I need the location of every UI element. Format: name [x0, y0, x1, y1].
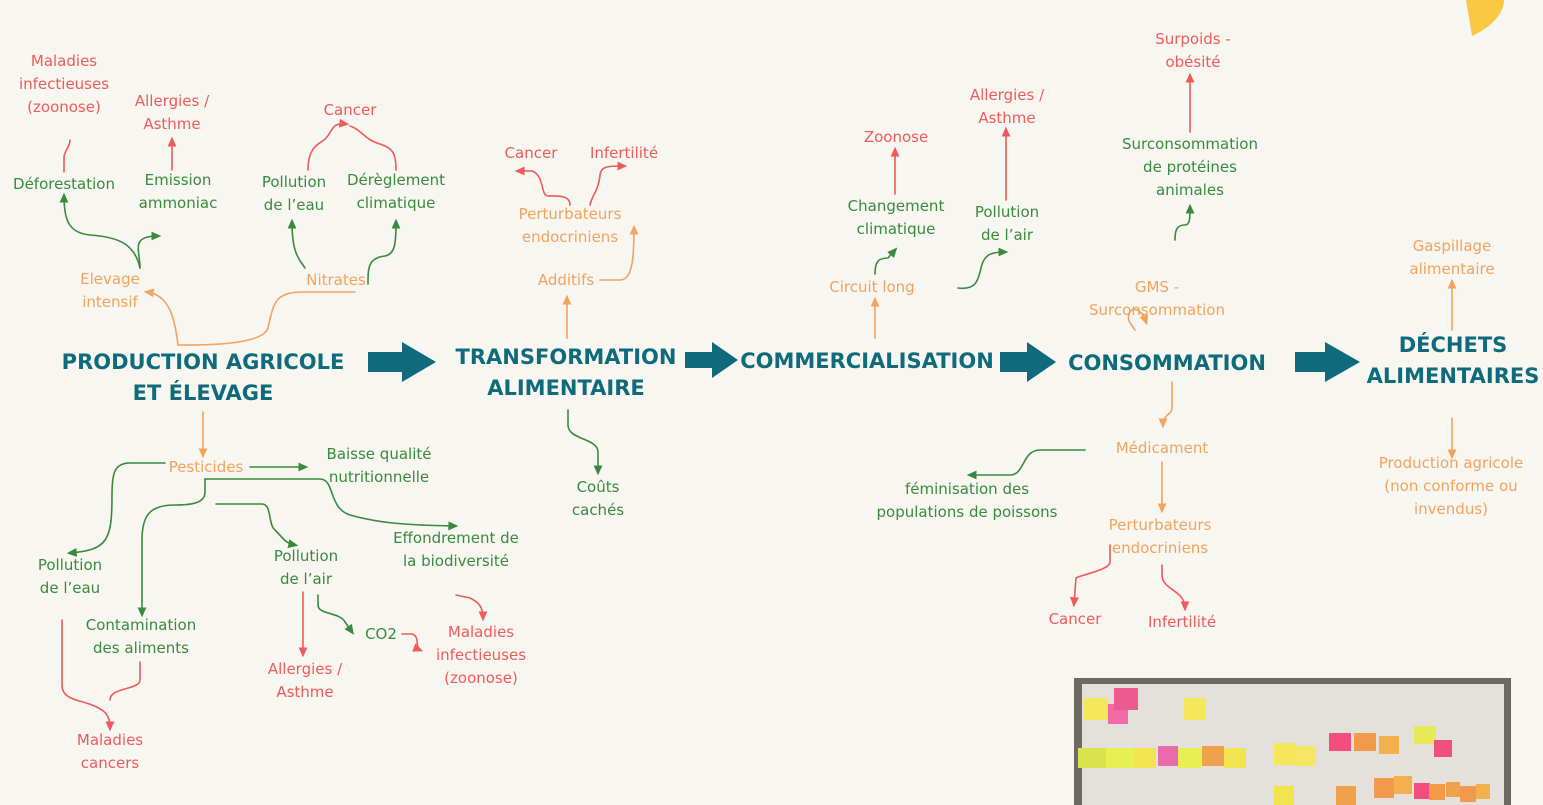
label-surpoids-obesite: Surpoids - obésité: [1155, 30, 1231, 71]
label-dereglement-climatique: Dérèglement climatique: [347, 171, 445, 212]
link-elevage-deforestation: [59, 192, 141, 269]
link-nitrates-pollution: [287, 218, 306, 269]
label-feminisation: féminisation des populations de poissons: [876, 480, 1058, 521]
stage-commercialisation: COMMERCIALISATION: [740, 349, 994, 373]
link-conso-medicament: [1158, 381, 1173, 429]
stage-consommation: CONSOMMATION: [1068, 351, 1266, 375]
label-cancer-top: Cancer: [323, 101, 377, 119]
link-pollutionair-co2: [317, 594, 354, 635]
stage-arrows: [368, 342, 1360, 382]
link-pesticides-effondrement: [204, 478, 459, 531]
label-changement-climatique: Changement climatique: [847, 197, 945, 238]
label-perturbateurs-transfo: Perturbateurs endocriniens: [518, 205, 622, 246]
stage-production: PRODUCTION AGRICOLE ET ÉLEVAGE: [61, 350, 345, 405]
link-elevage-emission: [137, 231, 162, 269]
link-perturbateurs-infertilite2: [1161, 564, 1190, 612]
link-deforestation-maladies: [63, 139, 71, 173]
label-zoonose: Zoonose: [863, 128, 929, 146]
link-prod-elevage: [143, 288, 179, 346]
link-perturbateurs-cancer: [514, 166, 571, 206]
stage-arrow-2: [685, 342, 738, 378]
link-gms-loop: [1127, 308, 1149, 331]
link-transfo-couts: [567, 409, 603, 476]
label-elevage-intensif: Elevage intensif: [80, 270, 140, 311]
link-perturbateurs-infertilite: [589, 161, 628, 206]
stage-arrow-3: [1000, 342, 1056, 382]
link-pesticides-pollution-air: [215, 503, 299, 549]
label-maladies-infectieuses-top: Maladies infectieuses (zoonose): [18, 52, 110, 116]
label-couts-caches: Coûts cachés: [571, 478, 625, 519]
link-additifs-perturbateurs: [599, 224, 639, 281]
label-infertilite-transfo: Infertilité: [589, 144, 659, 162]
label-contamination: Contamination des aliments: [85, 616, 197, 657]
label-circuit-long: Circuit long: [829, 278, 915, 296]
label-nitrates: Nitrates: [306, 271, 366, 289]
label-allergies-top: Allergies / Asthme: [134, 92, 210, 133]
label-deforestation: Déforestation: [13, 175, 115, 193]
label-effondrement-biodiversite: Effondrement de la biodiversité: [393, 529, 519, 570]
link-pollutioneau-maladies: [61, 619, 115, 732]
label-production-non-conforme: Production agricole (non conforme ou inv…: [1378, 454, 1524, 518]
label-pesticides: Pesticides: [168, 458, 244, 476]
link-co2-maladies: [401, 633, 424, 652]
stage-arrow-1: [368, 342, 436, 382]
link-pesticides-pollution-eau: [66, 462, 166, 557]
link-pollution-cancer: [307, 118, 350, 171]
label-surconsommation-proteines: Surconsommation de protéines animales: [1122, 135, 1258, 199]
label-gaspillage: Gaspillage alimentaire: [1409, 237, 1495, 278]
label-allergies-bottom: Allergies / Asthme: [267, 660, 343, 701]
label-allergies-commerce: Allergies / Asthme: [969, 86, 1045, 127]
link-circuit-changement: [874, 247, 898, 275]
label-maladies-cancers: Maladies cancers: [76, 731, 144, 772]
label-co2: CO2: [365, 625, 397, 643]
stage-dechets: DÉCHETS ALIMENTAIRES: [1366, 333, 1540, 388]
label-additifs: Additifs: [537, 271, 595, 289]
label-pollution-eau-top: Pollution de l’eau: [261, 173, 327, 214]
link-dereglement-cancer: [349, 125, 397, 171]
link-prod-nitrates: [177, 291, 356, 346]
link-pesticides-contamination: [137, 478, 206, 618]
label-baisse-qualite: Baisse qualité nutritionnelle: [326, 445, 432, 486]
label-pollution-air-bottom: Pollution de l’air: [273, 547, 339, 588]
label-gms-surconsommation: GMS - Surconsommation: [1089, 278, 1225, 319]
link-circuit-pollution: [957, 247, 1009, 290]
label-emission-ammoniac: Emission ammoniac: [138, 171, 218, 212]
label-medicament: Médicament: [1115, 439, 1209, 457]
stage-arrow-4: [1295, 342, 1360, 382]
label-pollution-air-commerce: Pollution de l’air: [974, 203, 1040, 244]
link-medicament-feminisation: [966, 449, 1086, 480]
link-nitrates-dereglement: [367, 218, 401, 285]
label-cancer-transfo: Cancer: [504, 144, 558, 162]
link-perturbateurs-cancer2: [1070, 544, 1111, 608]
link-effondrement-maladies: [455, 594, 488, 622]
decor-shape: [1466, 0, 1504, 36]
link-gms-surconsommation: [1174, 203, 1195, 241]
label-infertilite-conso: Infertilité: [1147, 613, 1217, 631]
stage-transformation: TRANSFORMATION ALIMENTAIRE: [455, 345, 677, 400]
label-perturbateurs-conso: Perturbateurs endocriniens: [1108, 516, 1212, 557]
workshop-photo: [1074, 678, 1511, 805]
label-maladies-infectieuses-bottom: Maladies infectieuses (zoonose): [435, 623, 527, 687]
link-contamination-maladies: [109, 661, 141, 701]
label-pollution-eau-bottom: Pollution de l’eau: [37, 556, 103, 597]
label-cancer-conso: Cancer: [1048, 610, 1102, 628]
